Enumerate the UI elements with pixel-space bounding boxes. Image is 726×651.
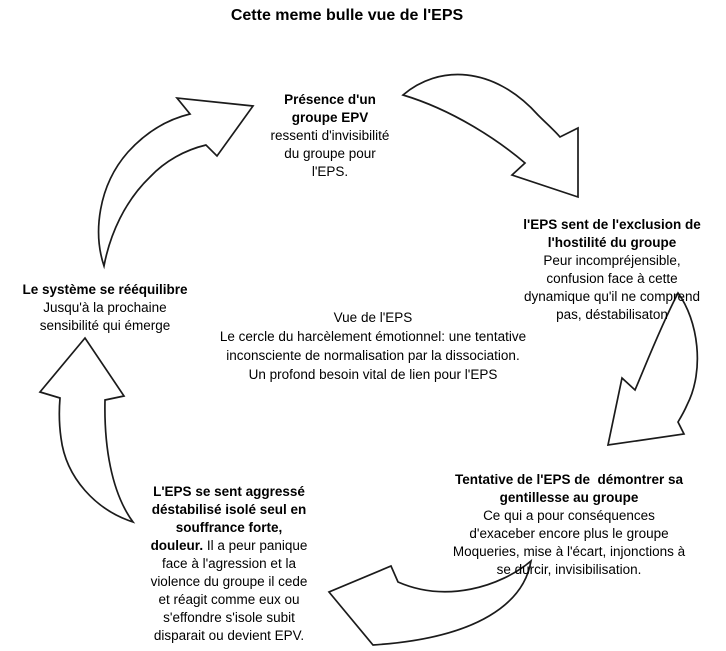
node-left-body: Jusqu'à la prochaine sensibilité qui éme… (39, 300, 171, 333)
node-bottom-left-body: Il a peur panique face à l'agression et … (150, 538, 308, 643)
node-bottom-left-heading: L'EPS se sent aggressé déstabilisé isolé… (150, 484, 307, 553)
arrow-bottom-left-to-left (38, 336, 136, 524)
node-eps-aggresse: L'EPS se sent aggressé déstabilisé isolé… (123, 465, 335, 645)
node-top-body: ressenti d'invisibilité du groupe pour l… (270, 128, 390, 179)
arrow-shape (327, 558, 533, 646)
arrow-top-to-right (401, 73, 579, 199)
node-right-body: Peur incompréjensible, confusion face à … (524, 253, 700, 322)
node-presence-groupe-epv: Présence d'un groupe EPV ressenti d'invi… (244, 73, 416, 181)
arrow-left-to-top (97, 96, 255, 270)
node-left-heading: Le système se rééquilibre (22, 282, 188, 297)
node-exclusion-hostilite: l'EPS sent de l'exclusion de l'hostilité… (494, 198, 726, 324)
arrow-shape (606, 291, 699, 447)
node-bottom-right-body: Ce qui a pour conséquences d'exaceber en… (452, 508, 686, 577)
arrow-shape (97, 96, 255, 270)
arrow-shape (401, 73, 579, 199)
node-right-heading: l'EPS sent de l'exclusion de l'hostilité… (523, 217, 701, 250)
node-top-heading: Présence d'un groupe EPV (284, 92, 376, 125)
node-tentative-gentillesse: Tentative de l'EPS de démontrer sa genti… (415, 453, 723, 579)
node-bottom-right-heading: Tentative de l'EPS de démontrer sa genti… (454, 472, 684, 505)
arrow-shape (38, 336, 136, 524)
node-systeme-reequilibre: Le système se rééquilibre Jusqu'à la pro… (0, 263, 210, 335)
arrow-right-to-bottom-right (606, 291, 699, 447)
arrow-bottom-right-to-bottom-left (327, 558, 533, 646)
center-caption: Vue de l'EPS Le cercle du harcèlement ém… (219, 310, 527, 382)
page-title: Cette meme bulle vue de l'EPS (230, 7, 464, 24)
